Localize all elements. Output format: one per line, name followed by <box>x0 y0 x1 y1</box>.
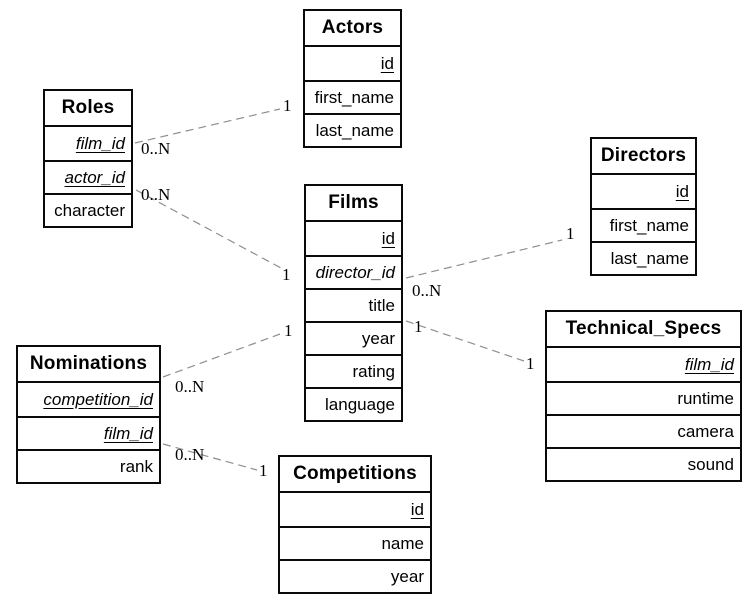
entity-title: Nominations <box>18 347 159 383</box>
cardinality-label: 1 <box>414 317 423 336</box>
cardinality-label: 1 <box>283 96 292 115</box>
attribute-row: film_id <box>684 354 734 374</box>
attribute-row: film_id <box>75 133 125 153</box>
cardinality-label: 0..N <box>175 445 205 464</box>
entity-title: Technical_Specs <box>547 312 740 348</box>
entity-title: Directors <box>592 139 695 175</box>
relation-films-directors <box>405 239 563 279</box>
attribute-row: id <box>381 228 395 248</box>
relation-films-technical-specs <box>405 320 525 362</box>
relation-roles-actors <box>134 108 281 144</box>
attribute-row: year <box>306 321 401 354</box>
attribute-row: first_name <box>592 208 695 241</box>
attribute-row: title <box>306 288 401 321</box>
attribute-row: rank <box>18 449 159 482</box>
entity-nominations[interactable]: Nominations competition_id film_id rank <box>16 345 161 484</box>
attribute-row: id <box>675 181 689 201</box>
attribute-row: language <box>306 387 401 420</box>
attribute-row: sound <box>547 447 740 480</box>
cardinality-label: 0..N <box>175 377 205 396</box>
entity-technical-specs[interactable]: Technical_Specs film_id runtime camera s… <box>545 310 742 482</box>
attribute-row: competition_id <box>43 389 153 409</box>
relation-nominations-films <box>162 333 281 378</box>
entity-title: Actors <box>305 11 400 47</box>
cardinality-label: 1 <box>526 354 535 373</box>
cardinality-label: 1 <box>284 321 293 340</box>
entity-title: Films <box>306 186 401 222</box>
attribute-row: director_id <box>306 255 401 288</box>
entity-directors[interactable]: Directors id first_name last_name <box>590 137 697 276</box>
attribute-row: character <box>45 193 131 226</box>
attribute-row: first_name <box>305 80 400 113</box>
entity-roles[interactable]: Roles film_id actor_id character <box>43 89 133 228</box>
entity-competitions[interactable]: Competitions id name year <box>278 455 432 594</box>
attribute-row: year <box>280 559 430 592</box>
attribute-row: rating <box>306 354 401 387</box>
attribute-row: actor_id <box>45 160 131 193</box>
attribute-row: id <box>410 499 424 519</box>
attribute-row: id <box>380 53 394 73</box>
cardinality-label: 0..N <box>412 281 442 300</box>
attribute-row: runtime <box>547 381 740 414</box>
entity-films[interactable]: Films id director_id title year rating l… <box>304 184 403 422</box>
cardinality-label: 1 <box>282 265 291 284</box>
cardinality-label: 0..N <box>141 139 171 158</box>
attribute-row: last_name <box>592 241 695 274</box>
cardinality-label: 1 <box>566 224 575 243</box>
entity-title: Competitions <box>280 457 430 493</box>
cardinality-label: 1 <box>259 461 268 480</box>
attribute-row: camera <box>547 414 740 447</box>
entity-actors[interactable]: Actors id first_name last_name <box>303 9 402 148</box>
attribute-row: last_name <box>305 113 400 146</box>
cardinality-label: 0..N <box>141 185 171 204</box>
entity-title: Roles <box>45 91 131 127</box>
attribute-row: film_id <box>18 416 159 449</box>
attribute-row: name <box>280 526 430 559</box>
